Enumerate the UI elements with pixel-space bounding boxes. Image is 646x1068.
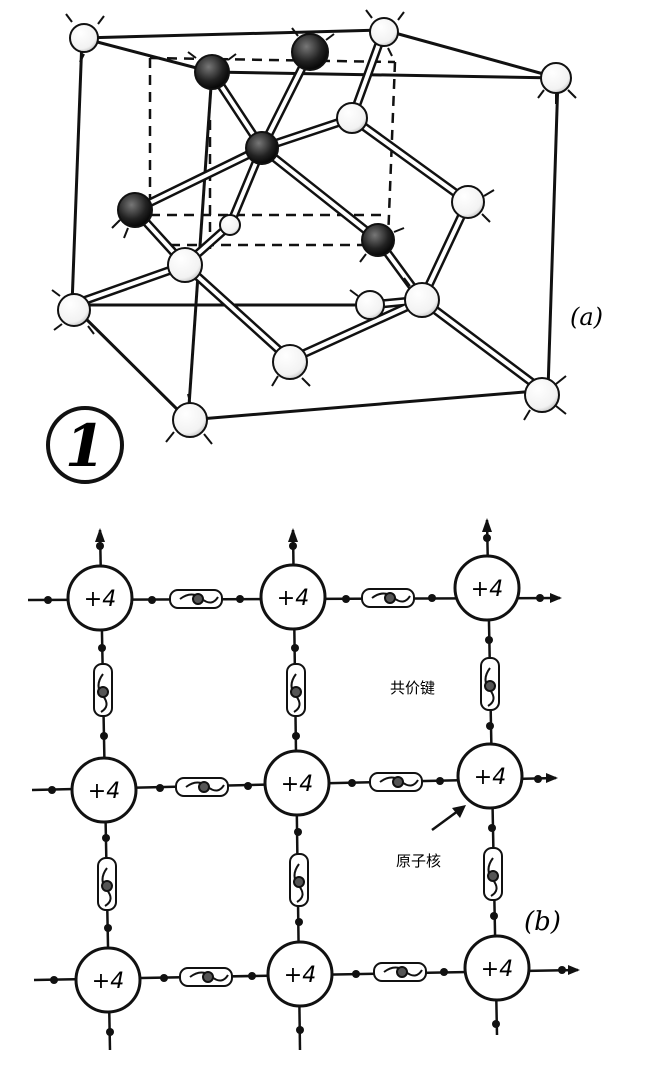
bond-v-c3-2 — [483, 847, 503, 901]
ion-charge: +4 — [281, 772, 313, 797]
atom-inner-small — [219, 214, 241, 236]
atom-corner-left — [51, 289, 95, 335]
ion-r3c1: +4 — [74, 946, 142, 1014]
bond-h-r3-1 — [179, 967, 233, 987]
covalent-bonds-vertical — [93, 657, 503, 911]
atom-corner-top-left — [65, 13, 105, 63]
covalent-bond-label: 共价键 — [390, 679, 435, 697]
atom-corner-bottom-right — [523, 375, 567, 421]
atom-inner-left — [167, 247, 203, 283]
ion-charge: +4 — [88, 779, 120, 804]
ion-r2c3: +4 — [456, 742, 524, 810]
atom-corner-top-mid — [365, 9, 405, 57]
atomic-core-label: 原子核 — [396, 852, 441, 870]
atom-face-bottom — [271, 344, 311, 387]
atom-face-top — [187, 51, 237, 90]
ion-charge: +4 — [284, 963, 316, 988]
bond-v-c1-2 — [97, 857, 117, 911]
bond-h-r2-2 — [369, 772, 423, 792]
atom-face-right — [359, 223, 405, 263]
atom-inner-upper-right — [336, 102, 368, 134]
atom-face-left — [111, 192, 153, 239]
ion-r3c2: +4 — [266, 940, 334, 1008]
ion-r2c2: +4 — [263, 749, 331, 817]
atom-inner-right — [451, 185, 495, 223]
ion-charge: +4 — [277, 586, 309, 611]
lattice-atoms — [51, 9, 577, 445]
atom-corner-bottom-left — [165, 393, 213, 445]
atomic-core-pointer-arrow — [431, 805, 466, 832]
bond-v-c1-1 — [93, 663, 113, 717]
atom-inner-center — [245, 131, 279, 165]
atom-face-front — [349, 289, 385, 320]
ion-r1c3: +4 — [453, 554, 521, 622]
bond-h-r2-1 — [175, 777, 229, 797]
panel-a-label: (a) — [570, 303, 603, 331]
ion-charge: +4 — [474, 765, 506, 790]
atomic-cores: +4 +4 +4 +4 +4 +4 +4 +4 +4 — [66, 554, 531, 1014]
grid-end-arrows — [95, 518, 580, 975]
ion-r2c1: +4 — [70, 756, 138, 824]
ion-charge: +4 — [471, 577, 503, 602]
covalent-bonds-horizontal — [169, 588, 427, 987]
ion-charge: +4 — [481, 957, 513, 982]
atom-inner-lower — [403, 277, 440, 318]
bond-v-c3-1 — [480, 657, 500, 711]
ion-r3c3: +4 — [463, 934, 531, 1002]
ion-charge: +4 — [84, 587, 116, 612]
bond-v-c2-2 — [289, 853, 309, 907]
panel-b-covalent-grid: +4 +4 +4 +4 +4 +4 +4 +4 +4 共价键 原子核 (b) — [27, 518, 580, 1051]
atom-face-top-back — [291, 27, 335, 71]
ion-r1c2: +4 — [259, 563, 327, 631]
panel-a-diamond-lattice: (a) 1 — [46, 9, 603, 484]
bond-h-r1-1 — [169, 589, 223, 609]
panel-b-label: (b) — [524, 907, 561, 937]
figure-number: 1 — [65, 412, 105, 480]
bond-h-r1-2 — [361, 588, 415, 608]
figure-number-badge: 1 — [46, 406, 124, 484]
ion-r1c1: +4 — [66, 564, 134, 632]
electron-dots — [44, 534, 566, 1036]
ion-charge: +4 — [92, 969, 124, 994]
bond-v-c2-1 — [286, 663, 306, 717]
atom-corner-top-right — [537, 62, 577, 104]
bond-h-r3-2 — [373, 962, 427, 982]
